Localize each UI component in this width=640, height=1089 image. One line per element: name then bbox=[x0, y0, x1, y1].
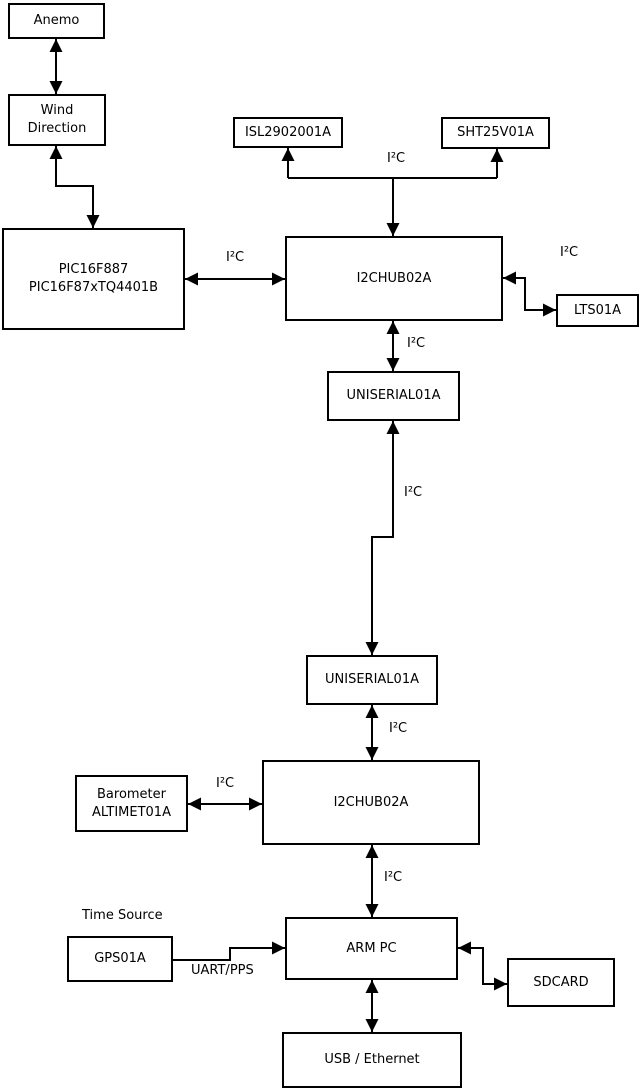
node-uniserial01a-bottom-label: UNISERIAL01A bbox=[325, 672, 419, 688]
node-sdcard: SDCARD bbox=[507, 958, 615, 1007]
edge-label-i2c-lts: I²C bbox=[560, 245, 579, 260]
edge-arm-sdcard bbox=[458, 941, 507, 991]
edge-label-i2c-hub-uniserial: I²C bbox=[407, 336, 426, 351]
edge-label-i2c-pic-hub: I²C bbox=[226, 250, 245, 265]
node-usb-ethernet: USB / Ethernet bbox=[282, 1032, 462, 1088]
node-wind-direction-label-line2: Direction bbox=[27, 121, 87, 136]
edge-gps-arm bbox=[173, 941, 285, 961]
edge-i2chub-top-lts bbox=[503, 271, 556, 317]
edge-label-i2c-long-link: I²C bbox=[404, 485, 423, 500]
node-arm-pc: ARM PC bbox=[285, 917, 458, 980]
node-sht25v01a: SHT25V01A bbox=[441, 117, 550, 149]
edge-uniserial-top-uniserial-bottom bbox=[365, 421, 400, 655]
node-uniserial01a-top-label: UNISERIAL01A bbox=[346, 388, 441, 404]
node-anemo: Anemo bbox=[8, 3, 105, 39]
node-uniserial01a-top: UNISERIAL01A bbox=[327, 371, 460, 421]
node-i2chub02a-bottom: I2CHUB02A bbox=[262, 760, 480, 845]
node-arm-pc-label: ARM PC bbox=[346, 940, 397, 956]
node-isl2902001a: ISL2902001A bbox=[233, 117, 343, 148]
node-i2chub02a-top-label: I2CHUB02A bbox=[356, 270, 432, 286]
node-pic16f887-label-line1: PIC16F887 bbox=[58, 262, 129, 278]
node-barometer-label-line1: Barometer bbox=[97, 786, 166, 802]
label-time-source: Time Source bbox=[82, 908, 163, 923]
node-pic16f887-label-line2: PIC16F87xTQ4401B bbox=[28, 280, 159, 295]
node-sht25v01a-label: SHT25V01A bbox=[457, 125, 534, 141]
node-gps01a-label: GPS01A bbox=[94, 951, 146, 967]
node-pic16f887: PIC16F887 PIC16F87xTQ4401B bbox=[2, 228, 185, 330]
node-sdcard-label: SDCARD bbox=[533, 974, 589, 990]
node-gps01a: GPS01A bbox=[67, 936, 173, 982]
node-uniserial01a-bottom: UNISERIAL01A bbox=[306, 655, 438, 705]
node-isl2902001a-label: ISL2902001A bbox=[244, 124, 332, 140]
node-usb-ethernet-label: USB / Ethernet bbox=[324, 1052, 420, 1068]
edge-label-uart-pps: UART/PPS bbox=[191, 963, 254, 978]
edge-label-i2c-uniserial-hub2: I²C bbox=[389, 721, 408, 736]
edge-label-i2c-isl-sht-bus: I²C bbox=[387, 151, 406, 166]
node-i2chub02a-bottom-label: I2CHUB02A bbox=[333, 794, 409, 810]
node-anemo-label: Anemo bbox=[33, 13, 80, 29]
edge-label-i2c-hub2-arm: I²C bbox=[384, 870, 403, 885]
edge-label-i2c-barometer-hub2: I²C bbox=[216, 776, 235, 791]
edge-wind-pic bbox=[49, 146, 100, 228]
node-lts01a: LTS01A bbox=[556, 294, 639, 327]
node-barometer-altimet01a: Barometer ALTIMET01A bbox=[75, 775, 188, 832]
node-wind-direction: Wind Direction bbox=[8, 94, 106, 146]
node-i2chub02a-top: I2CHUB02A bbox=[285, 236, 503, 321]
node-wind-direction-label-line1: Wind bbox=[40, 103, 74, 119]
node-lts01a-label: LTS01A bbox=[573, 302, 622, 318]
node-barometer-label-line2: ALTIMET01A bbox=[92, 804, 171, 820]
